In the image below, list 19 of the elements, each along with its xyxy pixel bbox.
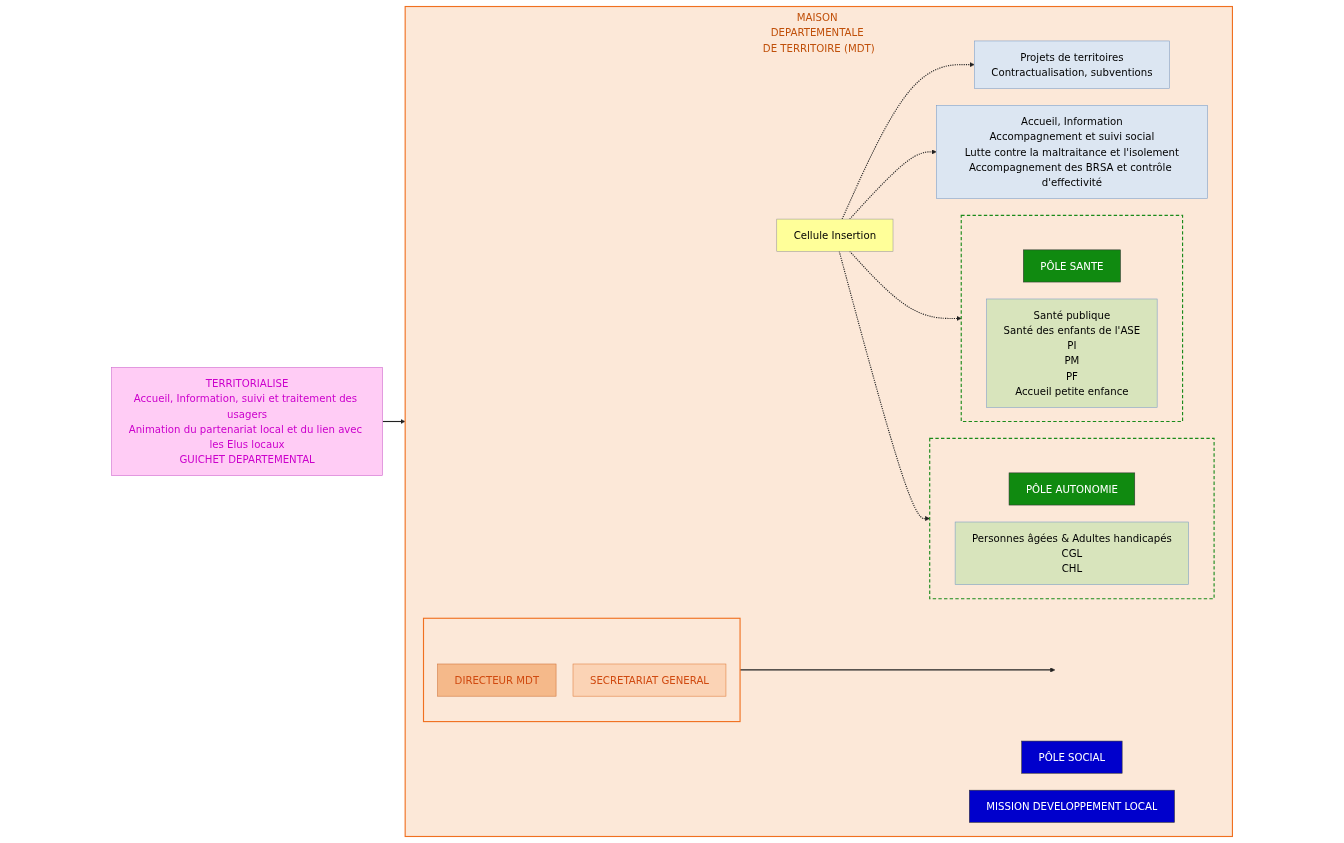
node-box: Accueil, Information Accompagnement et suivi social Lutte contre la maltraitance et l'isolement Accompagnement des BRSA et contrôle d'effectivité bbox=[936, 105, 1208, 199]
node-box: PÔLE AUTONOMIE bbox=[1008, 472, 1136, 506]
node-box: DIRECTEUR MDT bbox=[437, 663, 557, 697]
arrow bbox=[841, 62, 975, 220]
node-box: MISSION DEVELOPPEMENT LOCAL bbox=[969, 789, 1175, 823]
cluster bbox=[929, 437, 1215, 600]
arrow bbox=[849, 149, 937, 220]
arrow bbox=[849, 250, 962, 321]
cluster bbox=[960, 214, 1184, 423]
node-box: SECRETARIAT GENERAL bbox=[572, 663, 727, 697]
cluster bbox=[422, 617, 741, 723]
node-box: Santé publique Santé des enfants de l'ASE PI PM PF Accueil petite enfance bbox=[986, 298, 1158, 408]
node-box: PÔLE SANTE bbox=[1023, 249, 1121, 283]
node-box: Cellule Insertion bbox=[776, 218, 894, 252]
arrow bbox=[382, 419, 406, 424]
node-box: Projets de territoires Contractualisation, subventions bbox=[974, 40, 1170, 89]
node-box: PÔLE SOCIAL bbox=[1021, 740, 1123, 774]
node-box: Personnes âgées & Adultes handicapés CGL CHL bbox=[954, 521, 1189, 585]
node-box: TERRITORIALISE Accueil, Information, suivi et traitement des usagers Animation du partenariat local et du lien avec les Elus locaux GUICHET DEPARTEMENTAL bbox=[111, 367, 383, 476]
